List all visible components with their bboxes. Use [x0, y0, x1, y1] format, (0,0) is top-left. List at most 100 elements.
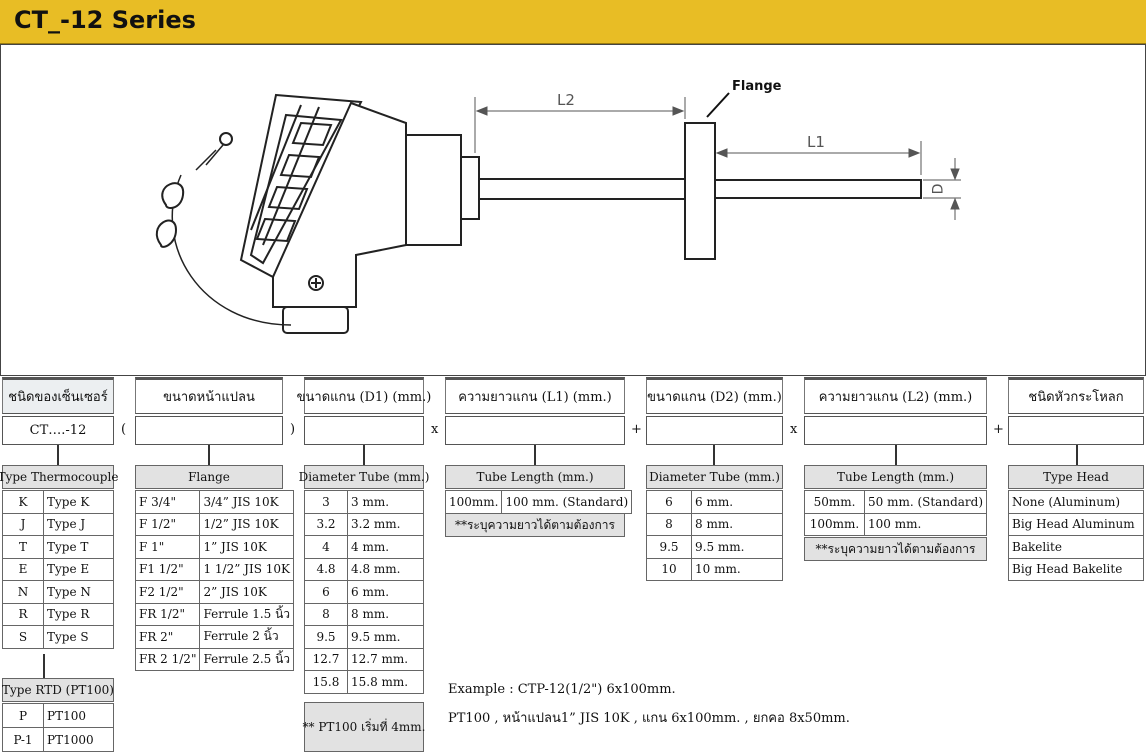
desc-cell: 10 mm.: [691, 557, 783, 581]
code-cell: 9.5: [304, 625, 348, 649]
desc-cell: Type R: [43, 602, 114, 626]
head-table-header: Type Head: [1008, 465, 1144, 489]
head-code-box: [1008, 416, 1144, 445]
desc-cell: 2” JIS 10K: [199, 580, 295, 604]
code-cell: 50mm.: [804, 490, 865, 514]
code-cell: 8: [646, 512, 692, 536]
separator-close-paren: ): [290, 422, 296, 437]
code-cell: 6: [304, 580, 348, 604]
l2-dimension-label: L2: [557, 91, 575, 109]
d2-code-box: [646, 416, 783, 445]
l1-table: 100mm.100 mm. (Standard): [444, 490, 633, 514]
l2-table-header: Tube Length (mm.): [804, 465, 987, 489]
desc-cell: Type E: [43, 557, 114, 581]
connector-line: [534, 445, 536, 465]
l1-table-header: Tube Length (mm.): [445, 465, 625, 489]
product-drawing: Flange L2 L1 D: [0, 44, 1146, 376]
d-dimension-label: D: [930, 183, 947, 195]
thermocouple-table-header: Type Thermocouple: [0, 465, 118, 489]
l1-dimension-label: L1: [807, 133, 825, 151]
code-cell: R: [2, 602, 44, 626]
code-cell: P: [2, 703, 44, 728]
desc-cell: 4.8 mm.: [347, 557, 424, 581]
flange-shape: [684, 122, 716, 260]
code-cell: 3.2: [304, 512, 348, 536]
separator-plus-1: +: [631, 422, 642, 437]
flange-size-header: ขนาดหน้าแปลน: [135, 377, 283, 414]
code-cell: FR 2 1/2": [134, 647, 201, 671]
connector-line: [208, 445, 210, 465]
desc-cell: Big Head Aluminum: [1008, 512, 1144, 536]
flange-table: F 3/4"3/4” JIS 10K F 1/2"1/2” JIS 10K F …: [134, 490, 295, 671]
l2-code-box: [804, 416, 987, 445]
chain: [155, 132, 292, 326]
connector-line: [57, 445, 59, 465]
connector-line: [363, 445, 365, 465]
desc-cell: 6 mm.: [691, 490, 783, 514]
table-row: F 1"1” JIS 10K: [134, 535, 295, 559]
desc-cell: 3/4” JIS 10K: [199, 490, 295, 514]
sensor-code-box: CT….-12: [2, 416, 114, 445]
l2-note: **ระบุความยาวได้ตามต้องการ: [804, 537, 987, 561]
desc-cell: Ferrule 1.5 นิ้ว: [199, 602, 295, 626]
code-cell: FR 2": [134, 625, 201, 649]
table-row: Big Head Aluminum: [1008, 512, 1144, 536]
table-row: 100mm.100 mm.: [804, 512, 988, 536]
code-cell: N: [2, 580, 44, 604]
tube-d1: [714, 179, 922, 199]
dimension-lines: [474, 92, 961, 220]
sensor-type-header: ชนิดของเซ็นเซอร์: [2, 377, 114, 414]
desc-cell: 9.5 mm.: [347, 625, 424, 649]
connector-line: [713, 445, 715, 465]
desc-cell: Bakelite: [1008, 535, 1144, 559]
desc-cell: Type J: [43, 512, 114, 536]
desc-cell: 6 mm.: [347, 580, 424, 604]
desc-cell: Type N: [43, 580, 114, 604]
l1-note: **ระบุความยาวได้ตามต้องการ: [445, 513, 625, 537]
desc-cell: Type S: [43, 625, 114, 649]
code-cell: 9.5: [646, 535, 692, 559]
table-row: 100mm.100 mm. (Standard): [444, 490, 633, 514]
l2-table: 50mm.50 mm. (Standard) 100mm.100 mm.: [804, 490, 988, 536]
code-cell: J: [2, 512, 44, 536]
desc-cell: 1/2” JIS 10K: [199, 512, 295, 536]
code-cell: P-1: [2, 727, 44, 752]
title-bar: [0, 0, 1146, 44]
separator-plus-2: +: [993, 422, 1004, 437]
desc-cell: PT1000: [43, 727, 114, 752]
desc-cell: 1” JIS 10K: [199, 535, 295, 559]
code-cell: F 3/4": [134, 490, 201, 514]
code-cell: 10: [646, 557, 692, 581]
desc-cell: None (Aluminum): [1008, 490, 1144, 514]
connector-line: [1076, 445, 1078, 465]
rtd-table-header: Type RTD (PT100): [2, 678, 114, 702]
desc-cell: 8 mm.: [691, 512, 783, 536]
desc-cell: 100 mm. (Standard): [501, 490, 633, 514]
connector-line: [43, 654, 45, 678]
d1-code-box: [304, 416, 424, 445]
code-cell: S: [2, 625, 44, 649]
separator-x-1: x: [431, 422, 439, 437]
head-body: [272, 101, 480, 334]
table-row: 50mm.50 mm. (Standard): [804, 490, 988, 514]
desc-cell: Ferrule 2.5 นิ้ว: [199, 647, 295, 671]
thermocouple-drawing: [155, 92, 961, 334]
table-row: F 3/4"3/4” JIS 10K: [134, 490, 295, 514]
table-row: F1 1/2"1 1/2” JIS 10K: [134, 557, 295, 581]
page-title: CT_-12 Series: [14, 6, 196, 34]
l2-header: ความยาวแกน (L2) (mm.): [804, 377, 987, 414]
code-cell: F2 1/2": [134, 580, 201, 604]
example-line-1: Example : CTP-12(1/2") 6x100mm.: [448, 682, 676, 697]
